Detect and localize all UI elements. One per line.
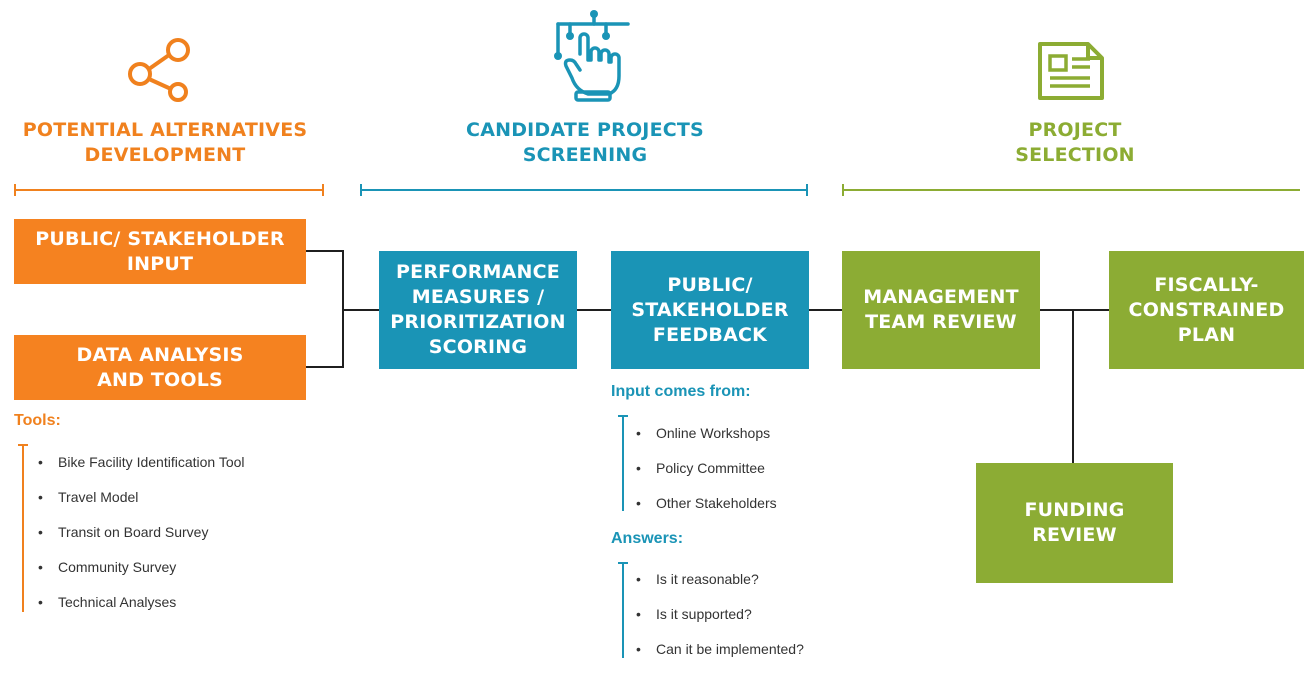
list-item: Transit on Board Survey [36,524,245,559]
answers-heading: Answers: [611,530,684,547]
box-line: DATA ANALYSIS [76,343,244,366]
box-line: PLAN [1177,323,1236,346]
phase-title-line: PROJECT [1028,119,1122,141]
phase-title-line: DEVELOPMENT [84,144,246,166]
box-line: PUBLIC/ STAKEHOLDER [35,227,285,250]
phase-range-selection [842,184,1304,196]
list-item: Other Stakeholders [634,495,777,530]
connector-line [305,366,343,368]
connector-line [342,309,380,311]
funding-review-box: FUNDING REVIEW [976,463,1173,583]
list-item: Policy Committee [634,460,777,495]
connector-line [305,250,343,252]
answers-list: Is it reasonable? Is it supported? Can i… [634,571,804,676]
phase-title-line: SCREENING [522,144,648,166]
tools-heading: Tools: [14,412,61,429]
input-list: Online Workshops Policy Committee Other … [634,425,777,530]
box-line: PRIORITIZATION [390,311,566,333]
phase-title-line: SELECTION [1015,144,1135,166]
phase-range-screening [360,184,808,196]
phase-range-alternatives [14,184,324,196]
box-line: PUBLIC/ [667,273,753,296]
list-item: Online Workshops [634,425,777,460]
box-line: REVIEW [1032,524,1117,546]
list-item: Bike Facility Identification Tool [36,454,245,489]
box-line: CONSTRAINED [1128,298,1285,321]
input-comes-from-heading: Input comes from: [611,383,751,400]
fiscally-constrained-plan-box: FISCALLY- CONSTRAINED PLAN [1109,251,1304,369]
performance-measures-box: PERFORMANCE MEASURES / PRIORITIZATION SC… [379,251,577,369]
touch-network-icon [554,10,630,102]
box-line: STAKEHOLDER [631,298,789,321]
list-item: Travel Model [36,489,245,524]
list-item: Community Survey [36,559,245,594]
box-line: MANAGEMENT [863,286,1019,308]
input-bracket [618,415,628,511]
phase-title-line: POTENTIAL ALTERNATIVES [22,119,308,141]
share-icon [128,38,190,102]
list-item: Is it supported? [634,606,804,641]
box-line: FISCALLY- [1154,273,1259,296]
connector-line [808,309,844,311]
box-line: PERFORMANCE [396,261,560,283]
box-line: FEEDBACK [652,323,768,346]
stakeholder-feedback-box: PUBLIC/ STAKEHOLDER FEEDBACK [611,251,809,369]
tools-list: Bike Facility Identification Tool Travel… [36,454,245,629]
phase-title-alternatives: POTENTIAL ALTERNATIVES DEVELOPMENT [10,118,320,168]
list-item: Can it be implemented? [634,641,804,676]
document-icon [1038,42,1104,100]
box-line: INPUT [126,252,194,275]
box-line: SCORING [428,336,528,358]
box-line: TEAM REVIEW [865,311,1017,333]
connector-line [1072,309,1074,465]
phase-title-line: CANDIDATE PROJECTS [466,119,704,141]
list-item: Technical Analyses [36,594,245,629]
tools-bracket [18,444,28,612]
connector-line [1038,309,1110,311]
box-line: FUNDING [1024,499,1125,521]
range-edge-mask [1300,180,1304,200]
list-item: Is it reasonable? [634,571,804,606]
box-line: MEASURES / [411,286,545,308]
phase-title-screening: CANDIDATE PROJECTS SCREENING [430,118,740,168]
phase-title-selection: PROJECT SELECTION [920,118,1230,168]
box-line: AND TOOLS [97,368,223,391]
connector-line [576,309,612,311]
management-team-review-box: MANAGEMENT TEAM REVIEW [842,251,1040,369]
answers-bracket [618,562,628,658]
